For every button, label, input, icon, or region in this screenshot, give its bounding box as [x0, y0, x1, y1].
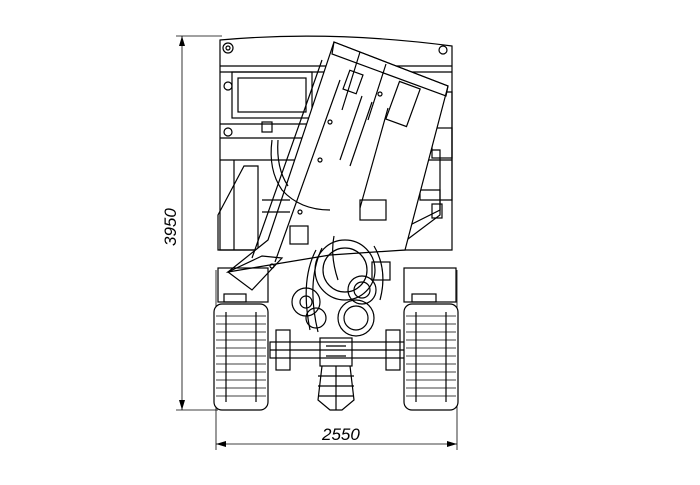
lift-eye-right — [438, 45, 448, 55]
engine-cluster — [289, 225, 391, 337]
height-arrow-bottom — [179, 400, 185, 410]
rear-panel — [231, 71, 313, 119]
rear-frame — [219, 35, 453, 251]
height-dimension: 3950 — [161, 35, 222, 411]
trencher-chain — [317, 337, 355, 411]
lift-eye-left — [222, 42, 234, 54]
right-wheel — [403, 267, 459, 411]
height-arrow-top — [179, 36, 185, 46]
machine-body — [213, 35, 459, 411]
boom-arm — [225, 41, 449, 291]
width-dimension-label: 2550 — [321, 425, 360, 444]
width-arrow-right — [447, 441, 457, 447]
width-arrow-left — [216, 441, 226, 447]
height-dimension-label: 3950 — [161, 208, 180, 246]
hydraulic-hose — [270, 139, 331, 211]
left-fender — [217, 165, 259, 251]
left-wheel — [213, 267, 269, 411]
